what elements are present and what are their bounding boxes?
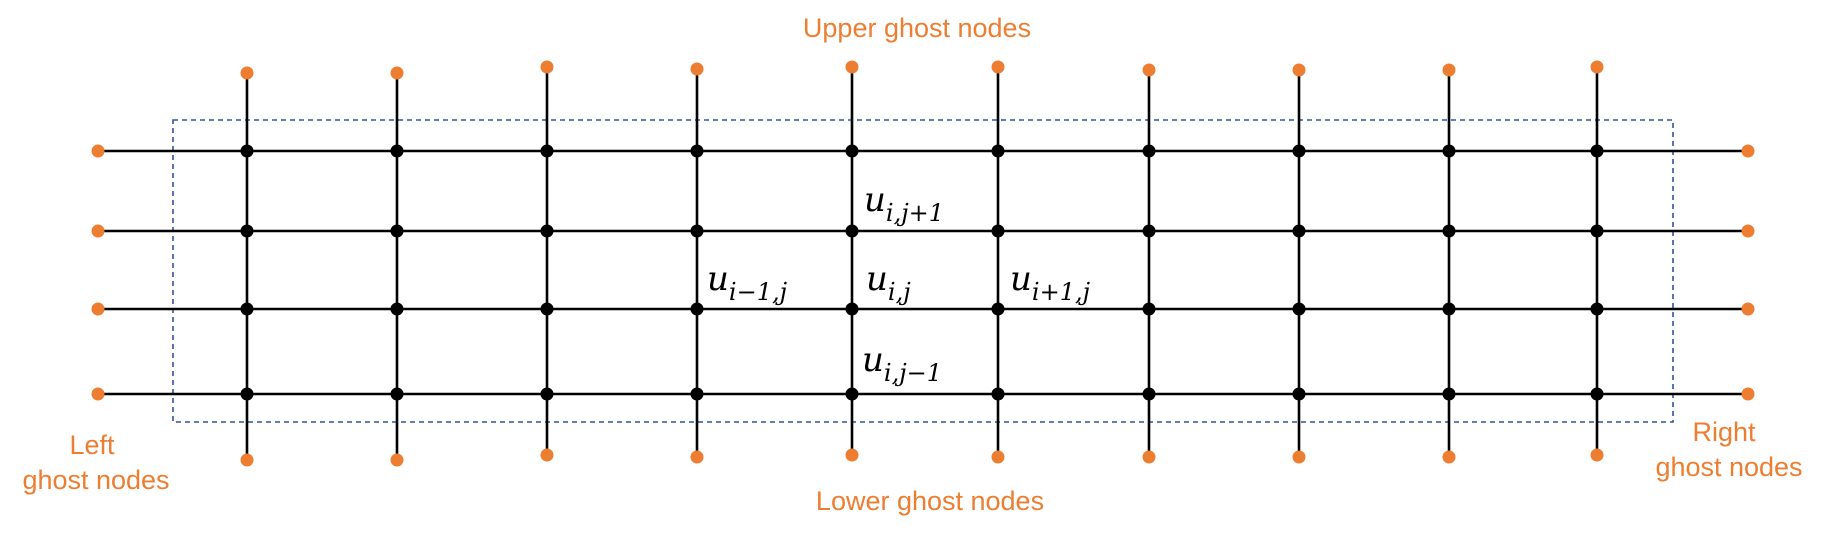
right-ghost-label-line1: Right — [1692, 417, 1756, 447]
left-ghost-label-line2: ghost nodes — [22, 465, 169, 495]
interior-node — [1292, 387, 1306, 401]
left-ghost-label-line1: Left — [69, 430, 115, 460]
lower-ghost-node — [1590, 448, 1604, 462]
interior-node — [540, 302, 554, 316]
interior-node — [1142, 144, 1156, 158]
stencil-left-sub: i−1,j — [729, 278, 788, 306]
interior-node — [1142, 387, 1156, 401]
lower-ghost-label: Lower ghost nodes — [816, 486, 1044, 516]
interior-node — [1142, 302, 1156, 316]
interior-node — [240, 224, 254, 238]
stencil-label-left: ui−1,j — [707, 259, 788, 306]
upper-ghost-node — [540, 60, 554, 74]
right-ghost-node — [1741, 224, 1755, 238]
left-ghost-node — [91, 144, 105, 158]
lower-ghost-node — [1142, 450, 1156, 464]
upper-ghost-node — [1292, 63, 1306, 77]
lower-ghost-node — [1442, 450, 1456, 464]
interior-node — [1442, 387, 1456, 401]
interior-node — [690, 224, 704, 238]
interior-node — [240, 302, 254, 316]
interior-node — [1292, 224, 1306, 238]
interior-node — [540, 144, 554, 158]
interior-node — [1590, 144, 1604, 158]
lower-ghost-node — [540, 448, 554, 462]
left-ghost-node — [91, 302, 105, 316]
stencil-up-base: u — [864, 180, 886, 220]
right-ghost-node — [1741, 302, 1755, 316]
upper-ghost-node — [1442, 63, 1456, 77]
interior-node — [690, 144, 704, 158]
upper-ghost-node — [1590, 60, 1604, 74]
lower-ghost-node — [390, 453, 404, 467]
stencil-up-sub: i,j+1 — [886, 199, 944, 227]
interior-node — [240, 387, 254, 401]
stencil-label-right: ui+1,j — [1010, 259, 1091, 306]
interior-node — [1590, 302, 1604, 316]
lower-ghost-node — [991, 450, 1005, 464]
interior-node — [690, 387, 704, 401]
lower-ghost-node — [1292, 450, 1306, 464]
interior-node — [1292, 144, 1306, 158]
interior-node — [1590, 387, 1604, 401]
interior-node — [845, 387, 859, 401]
lower-ghost-node — [690, 450, 704, 464]
left-ghost-node — [91, 224, 105, 238]
interior-node — [845, 302, 859, 316]
lower-ghost-node — [845, 448, 859, 462]
grid-lines — [98, 67, 1748, 460]
upper-ghost-node — [845, 60, 859, 74]
upper-ghost-label: Upper ghost nodes — [803, 13, 1031, 43]
upper-ghost-node — [991, 60, 1005, 74]
interior-node — [390, 387, 404, 401]
interior-node — [991, 302, 1005, 316]
upper-ghost-node — [390, 66, 404, 80]
interior-node — [991, 144, 1005, 158]
stencil-down-base: u — [862, 340, 884, 380]
interior-node — [1442, 224, 1456, 238]
stencil-label-center: ui,j — [866, 259, 911, 306]
upper-ghost-node — [240, 66, 254, 80]
stencil-center-base: u — [866, 259, 888, 299]
interior-node — [1142, 224, 1156, 238]
upper-ghost-node — [690, 62, 704, 76]
interior-node — [540, 387, 554, 401]
interior-node — [540, 224, 554, 238]
upper-ghost-node — [1142, 63, 1156, 77]
interior-node — [991, 387, 1005, 401]
interior-nodes — [240, 144, 1604, 401]
interior-node — [1292, 302, 1306, 316]
stencil-center-sub: i,j — [888, 278, 911, 306]
interior-node — [845, 144, 859, 158]
stencil-label-up: ui,j+1 — [864, 180, 944, 227]
stencil-right-base: u — [1010, 259, 1032, 299]
interior-node — [1590, 224, 1604, 238]
stencil-label-down: ui,j−1 — [862, 340, 942, 387]
stencil-left-base: u — [707, 259, 729, 299]
interior-node — [845, 224, 859, 238]
right-ghost-node — [1741, 144, 1755, 158]
interior-node — [991, 224, 1005, 238]
interior-node — [240, 144, 254, 158]
right-ghost-label-line2: ghost nodes — [1655, 452, 1802, 482]
lower-ghost-node — [240, 453, 254, 467]
interior-node — [390, 302, 404, 316]
interior-node — [1442, 302, 1456, 316]
stencil-right-sub: i+1,j — [1032, 278, 1091, 306]
domain-boundary — [172, 119, 1674, 423]
interior-node — [1442, 144, 1456, 158]
left-ghost-node — [91, 387, 105, 401]
right-ghost-node — [1741, 387, 1755, 401]
stencil-down-sub: i,j−1 — [884, 359, 942, 387]
ghost-nodes — [91, 60, 1755, 467]
interior-node — [390, 144, 404, 158]
interior-node — [690, 302, 704, 316]
interior-node — [390, 224, 404, 238]
